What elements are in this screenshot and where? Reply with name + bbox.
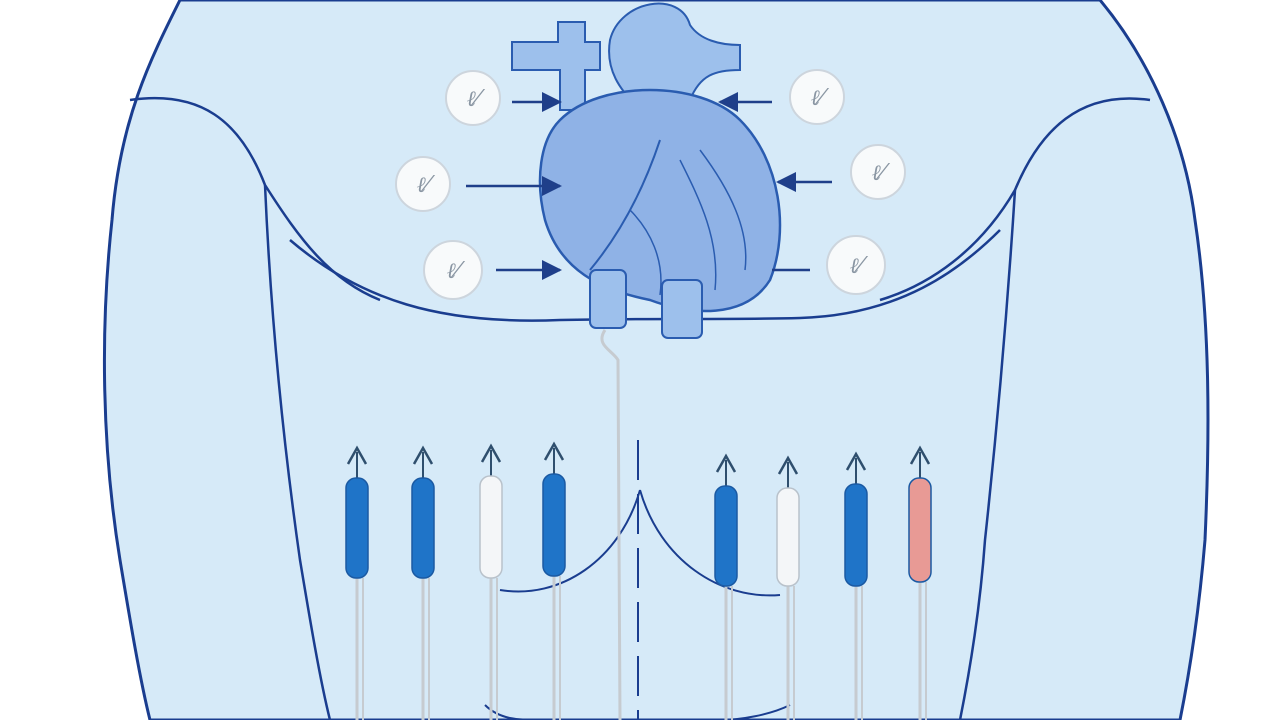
lead-arrow-head — [480, 443, 502, 463]
electrode-pad-body — [411, 477, 435, 579]
electrode-pad-icon — [714, 453, 738, 720]
electrode-label-left-1: ℓ⁄ — [445, 70, 501, 126]
heart-ventricle-line — [589, 139, 661, 271]
anatomical-heart-icon — [511, 2, 782, 720]
arm-line-left — [263, 184, 332, 720]
lead-arrow-head — [715, 453, 737, 473]
abdomen-curve-right — [639, 489, 781, 597]
torso-body — [102, 0, 1210, 720]
electrode-pad-icon — [844, 451, 868, 720]
electrode-pad-icon — [479, 443, 503, 720]
electrode-label-left-2: ℓ⁄ — [395, 156, 451, 212]
electrode-pad-body — [844, 483, 868, 587]
vessel-lower-right — [661, 279, 703, 339]
electrode-pad-icon — [908, 445, 932, 720]
electrode-pad-body — [776, 487, 800, 587]
electrode-pad-body — [479, 475, 503, 579]
electrode-label-left-3: ℓ⁄ — [423, 240, 483, 300]
electrode-pad-icon — [776, 455, 800, 720]
electrode-pad-body — [542, 473, 566, 577]
electrode-label-right-2: ℓ⁄ — [850, 144, 906, 200]
right-electrodes: ℓ⁄ ℓ⁄ ℓ⁄ — [718, 69, 906, 295]
heart-vein-2 — [699, 149, 747, 271]
electrode-pad-body — [908, 477, 932, 583]
electrode-pad-icon — [345, 445, 369, 720]
electrode-pad-icon — [411, 445, 435, 720]
electrode-pad-icon — [542, 441, 566, 720]
vessel-left-branch — [511, 21, 601, 111]
arm-line-right — [958, 189, 1017, 720]
heart-vein-3 — [629, 209, 662, 296]
electrode-label-right-1: ℓ⁄ — [789, 69, 845, 125]
abdomen-curve-left — [499, 489, 641, 593]
lead-pads — [345, 441, 932, 720]
lead-arrow-head — [543, 441, 565, 461]
electrode-pad-body — [714, 485, 738, 587]
left-electrodes: ℓ⁄ ℓ⁄ ℓ⁄ — [395, 70, 562, 300]
lead-arrow-head — [412, 445, 434, 465]
lead-arrow-head — [346, 445, 368, 465]
heart-vein-1 — [679, 159, 717, 291]
electrode-label-right-3: ℓ⁄ — [826, 235, 886, 295]
lead-arrow-head — [777, 455, 799, 475]
electrode-pad-body — [345, 477, 369, 579]
central-wire — [600, 329, 622, 720]
lead-arrow-head — [909, 445, 931, 465]
lead-arrow-head — [845, 451, 867, 471]
vessel-lower-left — [589, 269, 627, 329]
